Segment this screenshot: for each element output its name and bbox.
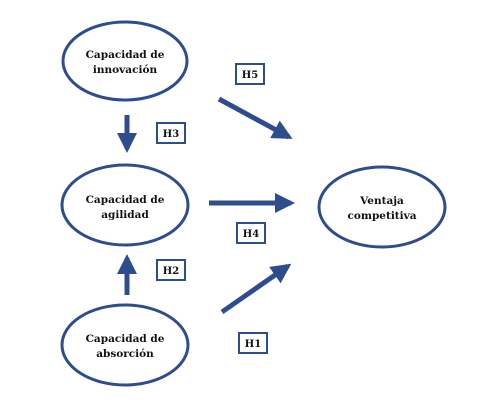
arrow-h5-innovacion-to-ventaja — [217, 96, 293, 140]
hypothesis-h2-box — [156, 259, 186, 281]
hypothesis-h3: H3 — [156, 122, 186, 144]
hypothesis-h5: H5 — [235, 63, 265, 85]
node-innovacion-line2: innovación — [93, 64, 158, 76]
node-absorcion-line2: absorción — [96, 348, 154, 360]
node-capacidad-innovacion: Capacidad de innovación — [61, 20, 189, 102]
node-capacidad-absorcion: Capacidad de absorción — [60, 303, 190, 387]
node-absorcion-line1: Capacidad de — [86, 333, 165, 345]
hypothesis-h1: H1 — [238, 332, 268, 354]
node-ventaja-line2: competitiva — [347, 210, 416, 222]
hypothesis-h4: H4 — [236, 222, 266, 244]
node-ventaja-competitiva: Ventaja competitiva — [317, 165, 447, 249]
node-agilidad-line1: Capacidad de — [86, 194, 165, 206]
node-innovacion-ellipse — [61, 20, 189, 102]
node-ventaja-line1: Ventaja — [359, 195, 404, 207]
hypothesis-h5-box — [235, 63, 265, 85]
hypothesis-h4-label: H4 — [243, 229, 259, 240]
node-innovacion-line1: Capacidad de — [86, 49, 165, 61]
node-agilidad-line2: agilidad — [101, 209, 149, 221]
arrow-h1-absorcion-to-ventaja — [220, 263, 292, 315]
hypothesis-h2: H2 — [156, 259, 186, 281]
node-agilidad-ellipse — [60, 163, 190, 247]
hypothesis-h5-label: H5 — [242, 70, 258, 81]
node-ventaja-ellipse — [317, 165, 447, 249]
hypothesis-h3-box — [156, 122, 186, 144]
hypothesis-h3-label: H3 — [163, 129, 179, 140]
node-capacidad-agilidad: Capacidad de agilidad — [60, 163, 190, 247]
node-absorcion-ellipse — [60, 303, 190, 387]
hypothesis-h2-label: H2 — [163, 266, 179, 277]
hypothesis-h1-box — [238, 332, 268, 354]
hypothesis-h4-box — [236, 222, 266, 244]
hypothesis-h1-label: H1 — [245, 339, 261, 350]
